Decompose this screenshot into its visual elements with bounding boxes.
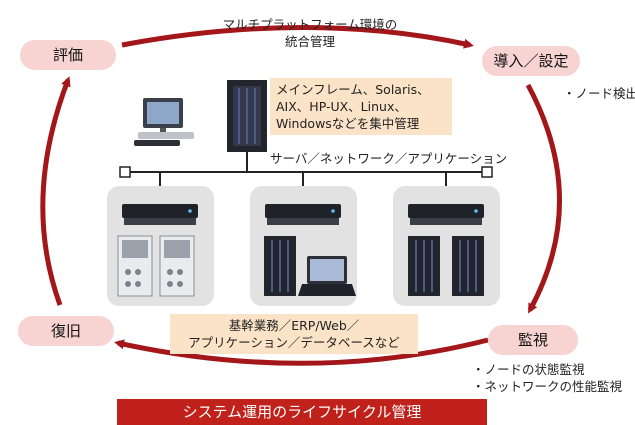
note-line: AIX、HP-UX、Linux、 xyxy=(276,99,407,114)
rack-tower-icon xyxy=(264,236,296,296)
note-line: Windowsなどを集中管理 xyxy=(276,116,420,131)
stage-setup: 導入／設定 xyxy=(482,46,580,76)
stage-monitor: 監視 xyxy=(488,325,578,355)
lifecycle-banner: システム運用のライフサイクル管理 xyxy=(117,399,487,425)
stage-restore: 復旧 xyxy=(18,316,114,346)
management-server-icon xyxy=(227,80,267,152)
top-caption-line: マルチプラットフォーム環境の xyxy=(222,17,398,32)
network-label: サーバ／ネットワーク／アプリケーション xyxy=(270,151,508,166)
rack-tower-icon xyxy=(452,236,484,296)
rack-server-icon xyxy=(122,204,198,225)
setup-item: ・ノード検出 xyxy=(563,86,635,101)
top-caption-line: 統合管理 xyxy=(284,34,335,49)
arrow-restore-to-evaluate xyxy=(40,76,71,306)
note-line: メインフレーム、Solaris、 xyxy=(276,82,430,97)
rack-server-icon xyxy=(408,204,484,225)
stage-evaluate: 評価 xyxy=(20,40,116,70)
top-caption: マルチプラットフォーム環境の 統合管理 xyxy=(205,16,415,50)
tower-server-icon xyxy=(159,235,195,297)
monitor-item: ・ネットワークの性能監視 xyxy=(472,379,623,394)
management-note: メインフレーム、Solaris、 AIX、HP-UX、Linux、 Window… xyxy=(270,78,452,135)
arrow-monitor-to-restore xyxy=(114,337,489,366)
business-note: 基幹業務／ERP/Web／ アプリケーション／データベースなど xyxy=(170,314,418,354)
rack-server-icon xyxy=(265,204,341,225)
note-line: アプリケーション／データベースなど xyxy=(188,335,400,350)
arrow-setup-to-monitor xyxy=(525,83,562,314)
arrow-evaluate-to-setup xyxy=(121,25,474,49)
desktop-icon xyxy=(134,98,194,146)
tower-server-icon xyxy=(117,235,153,297)
monitor-items: ・ノードの状態監視 ・ネットワークの性能監視 xyxy=(472,361,622,395)
note-line: 基幹業務／ERP/Web／ xyxy=(228,318,360,333)
laptop-icon xyxy=(298,256,356,296)
monitor-item: ・ノードの状態監視 xyxy=(472,362,585,377)
rack-tower-icon xyxy=(408,236,440,296)
